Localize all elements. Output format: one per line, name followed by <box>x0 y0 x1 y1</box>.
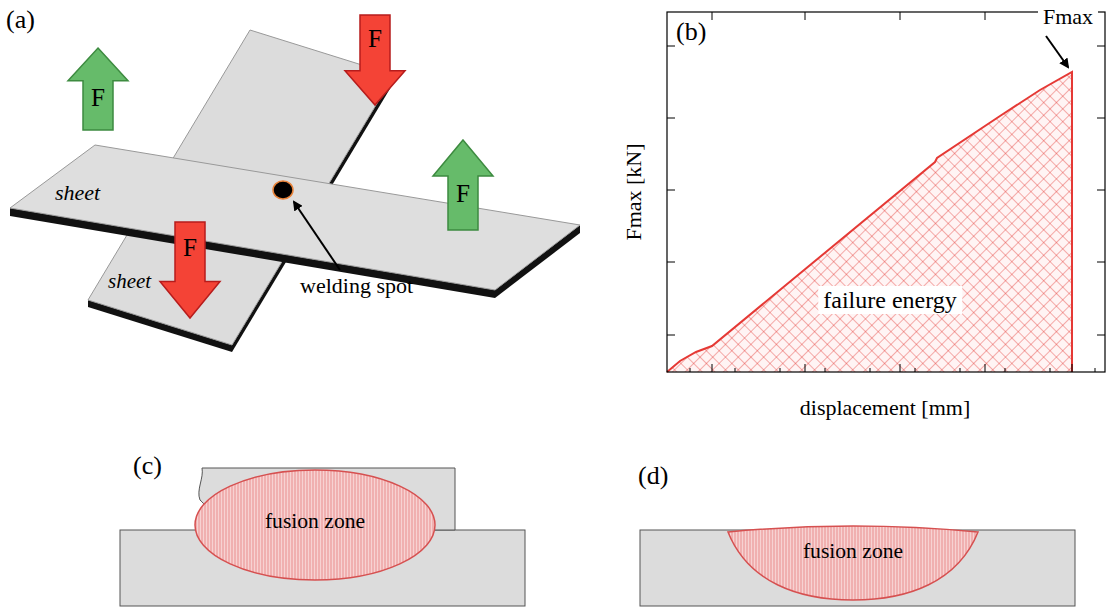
part-name: welding spot <box>300 274 413 298</box>
axis-tick <box>667 46 675 47</box>
force-curve <box>667 72 1072 372</box>
panel-letter: (b) <box>676 18 706 47</box>
axis-tick <box>667 262 675 263</box>
axis-tick <box>1097 118 1105 119</box>
axis-tick <box>985 364 986 372</box>
axis-minor-tick <box>690 368 691 372</box>
axis-tick <box>900 364 901 372</box>
axis-tick <box>1097 46 1105 47</box>
leader-arrow <box>1046 36 1068 67</box>
fusion-zone-outline <box>728 526 978 600</box>
axis-minor-tick <box>960 368 961 372</box>
axis-tick <box>1097 190 1105 191</box>
peak-label: Fmax <box>1038 4 1098 30</box>
axis-label: displacement [mm] <box>800 396 970 420</box>
failure-energy-area <box>667 72 1072 372</box>
force-arrow-up-outline <box>433 140 493 230</box>
axis-minor-tick <box>1095 368 1096 372</box>
fusion-zone: fusion zone <box>195 470 435 580</box>
axis-minor-tick <box>735 368 736 372</box>
force-label: F <box>345 25 405 53</box>
fusion-zone-outline <box>195 470 435 580</box>
force-arrow-down-outline <box>345 15 405 105</box>
axis-minor-tick <box>825 368 826 372</box>
axis-minor-tick <box>915 368 916 372</box>
axis-tick <box>667 190 675 191</box>
panel-letter: (a) <box>6 6 35 35</box>
force-arrow-up: F <box>433 140 493 230</box>
plot-frame <box>667 12 1105 372</box>
axis-tick <box>805 364 806 372</box>
zone-label: fusion zone <box>728 540 978 564</box>
force-arrow-up-outline <box>68 48 128 130</box>
force-arrow-up: F <box>68 48 128 130</box>
axis-tick <box>1097 262 1105 263</box>
welding-spot <box>273 181 293 199</box>
upper-sheet <box>10 145 580 290</box>
force-label: F <box>160 234 220 262</box>
axis-tick <box>667 335 675 336</box>
axis-tick <box>805 12 806 20</box>
axis-tick <box>712 364 713 372</box>
part-name: sheet <box>55 181 100 205</box>
axis-tick <box>900 12 901 20</box>
axis-tick <box>1097 335 1105 336</box>
axis-label: Fmax [kN] <box>622 143 646 240</box>
panel-letter: (d) <box>638 462 668 491</box>
axis-minor-tick <box>780 368 781 372</box>
axis-tick <box>712 12 713 20</box>
force-label: F <box>433 180 493 208</box>
part-name: sheet <box>108 270 151 293</box>
axis-tick <box>667 118 675 119</box>
zone-label: fusion zone <box>195 510 435 534</box>
fusion-zone: fusion zone <box>728 522 978 600</box>
panel-letter: (c) <box>133 452 162 481</box>
axis-minor-tick <box>870 368 871 372</box>
leader-arrow <box>294 202 340 270</box>
axis-tick <box>1072 364 1073 372</box>
area-label: failure energy <box>818 286 962 314</box>
axis-minor-tick <box>1050 368 1051 372</box>
force-arrow-down: F <box>345 15 405 105</box>
axis-tick <box>985 12 986 20</box>
force-label: F <box>68 84 128 112</box>
force-arrow-down-outline <box>160 222 220 318</box>
axis-minor-tick <box>1005 368 1006 372</box>
force-arrow-down: F <box>160 222 220 318</box>
